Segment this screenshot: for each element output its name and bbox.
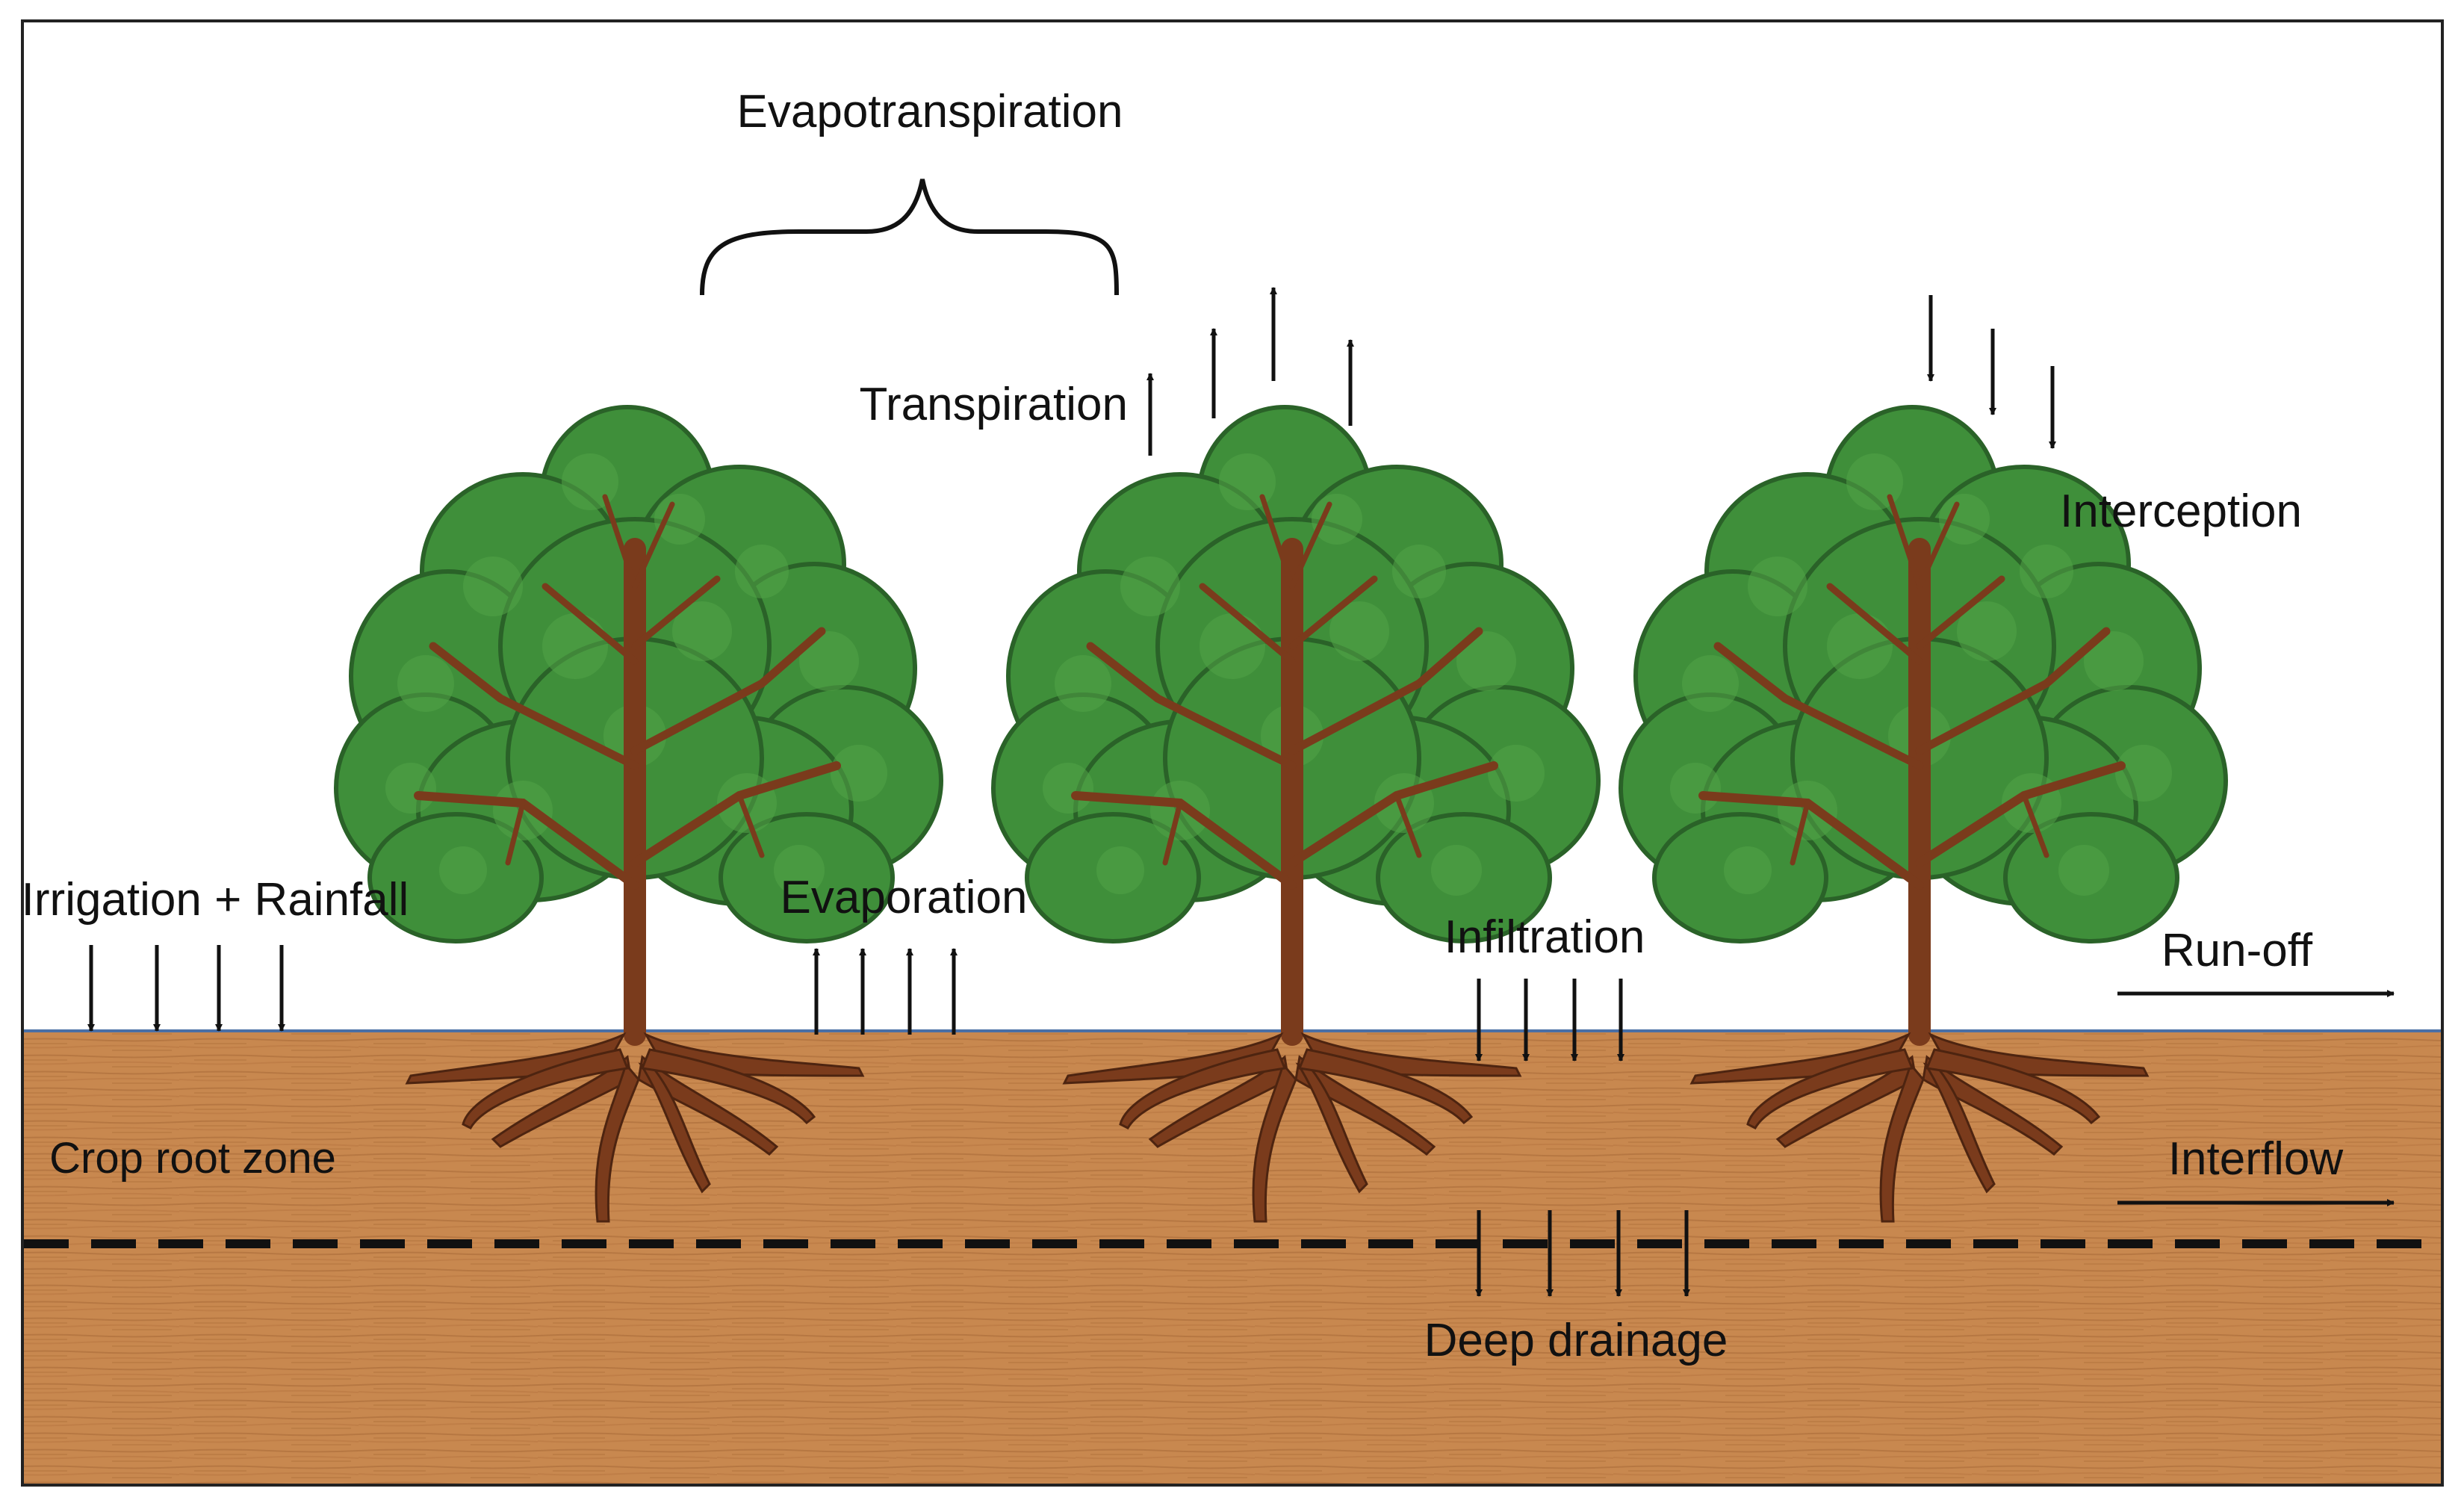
label-evapotranspiration: Evapotranspiration [737, 86, 1123, 137]
label-infiltration: Infiltration [1444, 911, 1645, 963]
curly-brace-icon [700, 179, 1119, 296]
deep-drainage-arrows [1475, 1210, 1690, 1297]
label-evaporation: Evaporation [781, 872, 1028, 923]
label-irrigation-rainfall: Irrigation + Rainfall [22, 874, 409, 926]
label-interception: Interception [2060, 486, 2302, 537]
infiltration-arrows [1475, 979, 1624, 1062]
label-interflow: Interflow [2168, 1133, 2344, 1185]
label-crop-root-zone: Crop root zone [49, 1134, 336, 1183]
label-transpiration: Transpiration [859, 379, 1128, 430]
label-deep-drainage: Deep drainage [1424, 1315, 1728, 1366]
label-run-off: Run-off [2162, 925, 2313, 976]
evaporation-arrows [813, 948, 958, 1035]
transpiration-arrows [1146, 287, 1354, 456]
interception-arrows [1927, 295, 2056, 449]
irrigation-arrows [87, 945, 285, 1032]
